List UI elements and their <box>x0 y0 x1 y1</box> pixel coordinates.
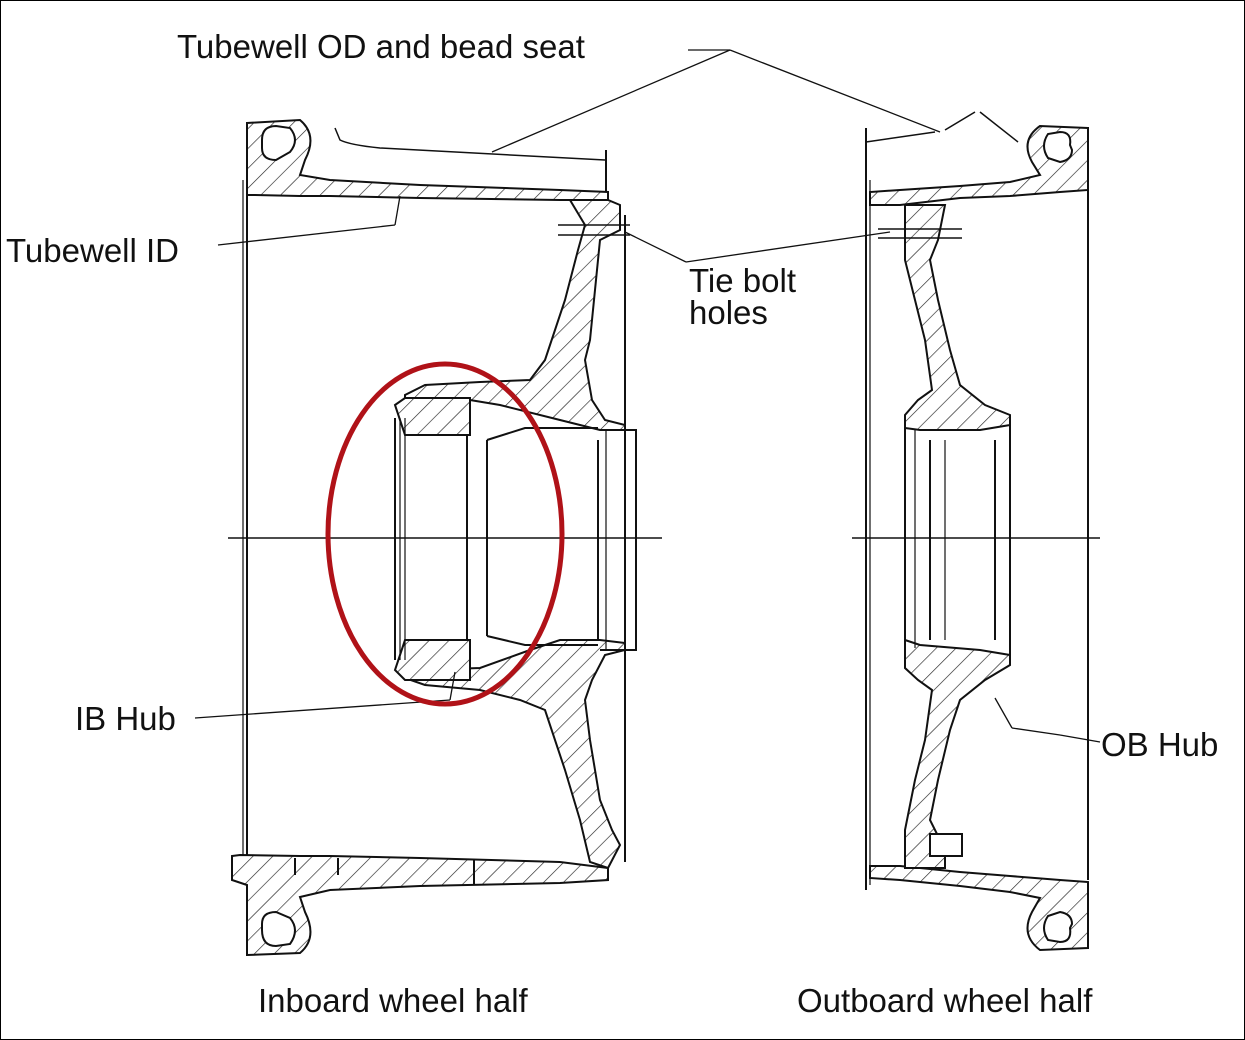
label-ob-hub: OB Hub <box>1101 726 1219 763</box>
inboard-top-flange <box>246 118 609 201</box>
inboard-wheel-half <box>231 118 637 957</box>
ib-hub-highlight-ellipse <box>325 361 565 707</box>
outboard-web-upper <box>904 204 1011 431</box>
caption-outboard-wheel-half: Outboard wheel half <box>797 982 1093 1019</box>
caption-inboard-wheel-half: Inboard wheel half <box>258 982 528 1019</box>
label-tubewell-id: Tubewell ID <box>6 232 180 269</box>
outboard-bottom-flange <box>869 865 1089 952</box>
outboard-top-flange <box>869 124 1089 206</box>
label-ib-hub: IB Hub <box>75 700 176 737</box>
label-tie-bolt-line1: Tie bolt <box>689 262 796 299</box>
leader-lines <box>194 49 1101 743</box>
inboard-bottom-flange <box>231 853 609 957</box>
label-tie-bolt-line2: holes <box>689 294 768 331</box>
inboard-hub-bore <box>393 397 471 436</box>
label-tubewell-od: Tubewell OD and bead seat <box>177 28 585 65</box>
inboard-web-lower <box>404 639 626 870</box>
outboard-wheel-half <box>865 111 1089 952</box>
inboard-web-upper <box>404 199 626 431</box>
